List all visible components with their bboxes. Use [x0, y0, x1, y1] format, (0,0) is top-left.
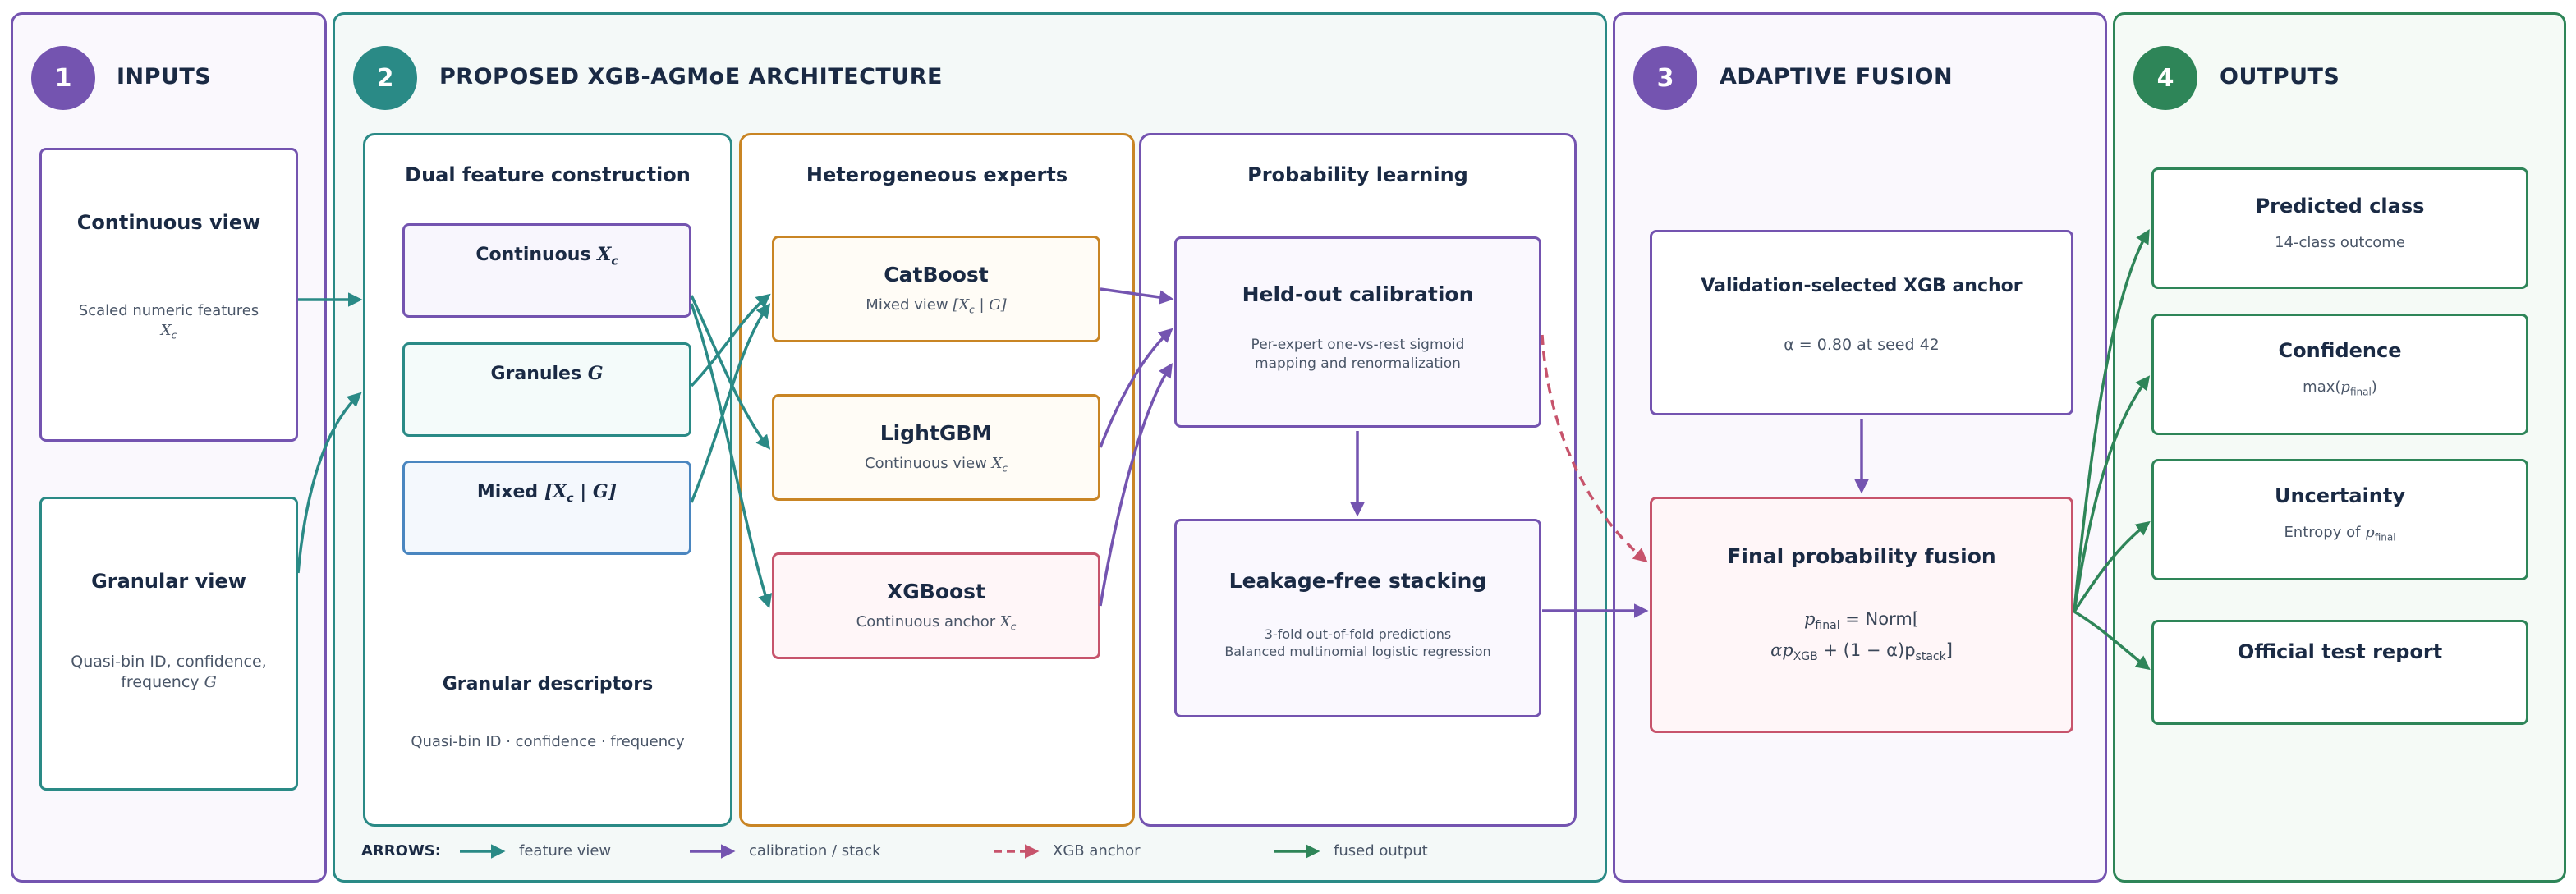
granular-view-title: Granular view	[91, 570, 246, 593]
legend-item-calibration: calibration / stack	[749, 842, 881, 860]
legend-item-fused-output: fused output	[1334, 842, 1428, 860]
step-4-badge: 4	[2133, 46, 2197, 110]
granular-descriptors-title: Granular descriptors	[442, 674, 654, 695]
experts-title: Heterogeneous experts	[806, 163, 1068, 186]
confidence-box: Confidence max(pfinal)	[2151, 314, 2528, 435]
granules-feature-box: Granules G	[402, 342, 691, 437]
final-fusion-box: Final probability fusion pfinal = Norm[ …	[1650, 497, 2073, 733]
inputs-heading: INPUTS	[117, 64, 212, 89]
mixed-feature-box: Mixed [Xc | G]	[402, 461, 691, 555]
fusion-heading: ADAPTIVE FUSION	[1720, 64, 1954, 89]
legend-label: ARROWS:	[361, 842, 441, 860]
arrow-legend: ARROWS: feature view calibration / stack…	[361, 841, 1429, 865]
stacking-box: Leakage-free stacking 3-fold out-of-fold…	[1174, 519, 1541, 717]
outputs-heading: OUTPUTS	[2220, 64, 2340, 89]
dual-feature-title: Dual feature construction	[405, 163, 691, 186]
fusion-panel: 3 ADAPTIVE FUSION	[1613, 12, 2107, 883]
step-1-badge: 1	[31, 46, 95, 110]
legend-item-feature-view: feature view	[519, 842, 612, 860]
xgboost-expert-box: XGBoost Continuous anchor Xc	[772, 552, 1100, 659]
granular-view-card: Granular view Quasi-bin ID, confidence, …	[39, 497, 298, 791]
probability-title: Probability learning	[1247, 163, 1468, 186]
calibration-box: Held-out calibration Per-expert one-vs-r…	[1174, 236, 1541, 428]
lightgbm-expert-box: LightGBM Continuous view Xc	[772, 394, 1100, 501]
continuous-feature-box: Continuous Xc	[402, 223, 691, 318]
continuous-view-title: Continuous view	[76, 211, 261, 235]
continuous-view-card: Continuous view Scaled numeric features …	[39, 148, 298, 442]
architecture-heading: PROPOSED XGB-AGMoE ARCHITECTURE	[439, 64, 943, 89]
step-2-badge: 2	[353, 46, 417, 110]
test-report-box: Official test report	[2151, 620, 2528, 725]
fusion-equation: pfinal = Norm[ αpXGB + (1 − α)pstack]	[1770, 609, 1953, 663]
xgb-anchor-box: Validation-selected XGB anchor α = 0.80 …	[1650, 230, 2073, 415]
continuous-view-desc: Scaled numeric features Xc	[78, 302, 259, 342]
outputs-panel: 4 OUTPUTS	[2113, 12, 2566, 883]
granular-descriptors-desc: Quasi-bin ID · confidence · frequency	[411, 733, 685, 750]
catboost-expert-box: CatBoost Mixed view [Xc | G]	[772, 236, 1100, 342]
granular-view-desc: Quasi-bin ID, confidence, frequency G	[71, 653, 267, 691]
legend-item-xgb-anchor: XGB anchor	[1053, 842, 1141, 860]
uncertainty-box: Uncertainty Entropy of pfinal	[2151, 459, 2528, 580]
predicted-class-box: Predicted class 14-class outcome	[2151, 167, 2528, 289]
step-3-badge: 3	[1633, 46, 1697, 110]
